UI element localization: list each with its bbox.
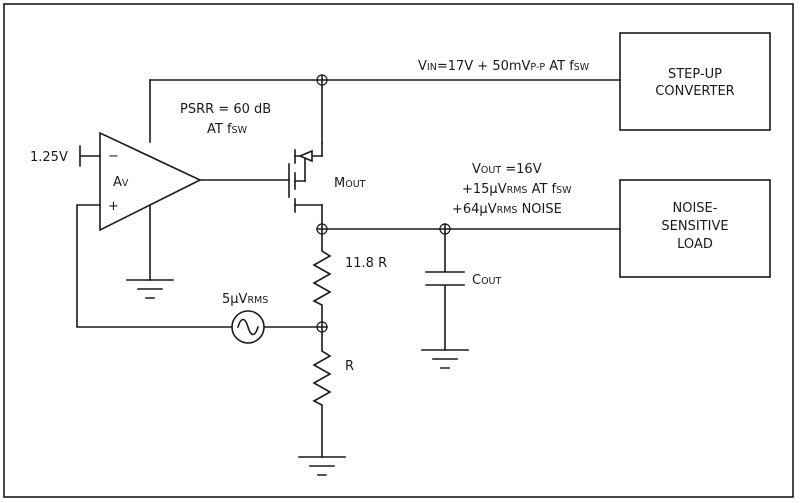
stepup-label-line2: CONVERTER — [655, 84, 734, 99]
opamp-minus: − — [108, 149, 119, 164]
mout-arrow — [297, 149, 313, 163]
output-capacitor — [425, 228, 465, 351]
noise-source-label: 5µVRMS — [222, 292, 268, 307]
psrr-label-line1: PSRR = 60 dB — [180, 102, 271, 117]
capacitor-label: COUT — [472, 273, 502, 288]
resistor-top-label: 11.8 R — [345, 256, 387, 271]
opamp-plus: + — [108, 199, 119, 214]
stepup-label-line1: STEP-UP — [668, 67, 722, 82]
noise-sensitive-load-block — [619, 179, 771, 278]
load-label-line3: LOAD — [677, 237, 713, 252]
junction-vin-mark — [316, 74, 328, 86]
resistor-bottom-label: R — [345, 359, 354, 374]
junction-divider-mark — [316, 321, 328, 333]
resistor-top — [312, 228, 332, 328]
sine-wave-icon — [237, 318, 259, 336]
vin-label: VIN=17V + 50mVP-P AT fSW — [418, 59, 590, 74]
junction-vout-mark — [316, 223, 328, 235]
ref-voltage-label: 1.25V — [30, 150, 68, 165]
load-label-line2: SENSITIVE — [661, 219, 728, 234]
amp-ground-symbol — [126, 279, 174, 299]
vout-label-line1: VOUT =16V — [472, 162, 542, 177]
mout-label: MOUT — [334, 176, 366, 191]
psrr-label-line2: AT fSW — [207, 122, 248, 137]
load-label-line1: NOISE- — [673, 201, 718, 216]
resistor-ground-symbol — [298, 456, 346, 476]
vout-label-line3: +64µVRMS NOISE — [452, 202, 562, 217]
stepup-converter-block — [619, 32, 771, 131]
resistor-bottom — [312, 326, 332, 458]
feedback-wire — [76, 204, 233, 328]
opamp-gain-label: AV — [113, 175, 129, 190]
capacitor-ground-symbol — [421, 349, 469, 369]
junction-cap-mark — [439, 223, 451, 235]
vout-label-line2: +15µVRMS AT fSW — [462, 182, 572, 197]
